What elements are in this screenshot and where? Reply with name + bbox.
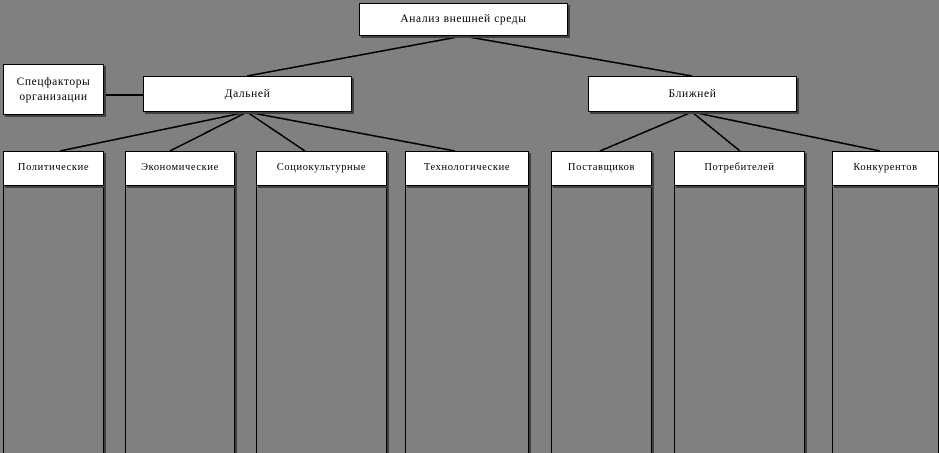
node-political-label: Политические (17, 162, 90, 174)
node-suppliers[interactable]: Поставщиков (551, 151, 652, 186)
node-near-environment[interactable]: Ближней (588, 76, 797, 112)
connector-line (691, 111, 741, 152)
column-economic (125, 185, 235, 453)
node-economic-label: Экономические (141, 162, 219, 174)
connector-line (59, 111, 248, 152)
node-suppliers-label: Поставщиков (567, 162, 636, 174)
node-sociocultural-label: Социокультурные (276, 162, 367, 174)
node-competitors[interactable]: Конкурентов (832, 151, 939, 186)
node-special-factors-label: Спецфакторы организации (16, 76, 91, 103)
node-political[interactable]: Политические (3, 151, 104, 186)
node-consumers-label: Потребителей (704, 162, 775, 174)
node-far-environment-label: Дальней (224, 87, 271, 100)
node-near-environment-label: Ближней (668, 87, 717, 100)
column-suppliers (551, 185, 652, 453)
column-consumers (674, 185, 805, 453)
column-technological (405, 185, 529, 453)
connector-line (246, 111, 456, 152)
connector-line (169, 111, 248, 152)
node-competitors-label: Конкурентов (853, 162, 918, 174)
node-root-analysis[interactable]: Анализ внешней среды (359, 3, 568, 36)
connector-line (246, 35, 464, 77)
connector-line (246, 111, 306, 152)
column-sociocultural (256, 185, 387, 453)
node-special-factors[interactable]: Спецфакторы организации (3, 64, 104, 115)
connector-line (691, 111, 881, 152)
connector-line (462, 35, 693, 77)
node-technological[interactable]: Технологические (405, 151, 529, 186)
node-technological-label: Технологические (423, 162, 511, 174)
node-consumers[interactable]: Потребителей (674, 151, 805, 186)
connector-line (599, 111, 693, 152)
node-economic[interactable]: Экономические (125, 151, 235, 186)
node-far-environment[interactable]: Дальней (143, 76, 352, 112)
node-root-analysis-label: Анализ внешней среды (400, 13, 527, 26)
node-sociocultural[interactable]: Социокультурные (256, 151, 387, 186)
column-competitors (832, 185, 939, 453)
column-political (3, 185, 104, 453)
